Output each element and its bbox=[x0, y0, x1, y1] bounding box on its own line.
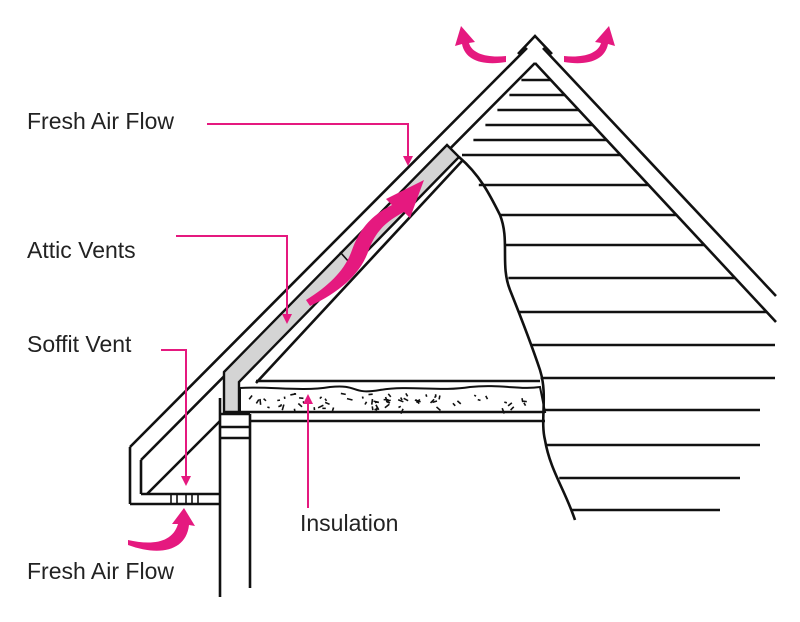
roof-right-outer bbox=[542, 47, 777, 297]
insulation-speckle bbox=[371, 406, 374, 411]
insulation-speckle bbox=[346, 397, 353, 401]
insulation-speckle bbox=[425, 394, 428, 397]
insulation-speckle bbox=[501, 407, 506, 414]
insulation-speckle bbox=[324, 401, 330, 406]
bottom-airflow-arrow bbox=[128, 508, 195, 551]
insulation-speckle bbox=[317, 404, 324, 409]
insulation-speckle bbox=[259, 398, 262, 405]
insulation-speckle bbox=[374, 401, 378, 404]
insulation-speckle bbox=[456, 400, 462, 405]
insulation-speckle bbox=[477, 398, 481, 402]
insulation-layer bbox=[239, 379, 547, 423]
insulation-speckle bbox=[504, 401, 508, 404]
gable-cutaway-edge bbox=[458, 156, 577, 521]
rafter-underside bbox=[146, 420, 221, 495]
insulation-speckle bbox=[414, 399, 421, 403]
insulation-speckle bbox=[324, 398, 328, 402]
insulation-speckle bbox=[403, 397, 409, 402]
attic-airflow-arrow bbox=[306, 180, 424, 306]
insulation-speckle bbox=[248, 394, 253, 400]
insulation-speckle bbox=[364, 401, 368, 405]
insulation-speckle bbox=[263, 398, 267, 402]
insulation-speckle bbox=[297, 402, 303, 408]
label-fresh-air-flow-top: Fresh Air Flow bbox=[27, 108, 174, 134]
insulation-speckle bbox=[361, 396, 364, 399]
insulation-speckle bbox=[386, 401, 391, 404]
insulation-speckle bbox=[452, 402, 456, 407]
ridge-cap bbox=[517, 34, 553, 55]
insulation-speckle bbox=[340, 392, 346, 396]
insulation-speckle bbox=[319, 396, 323, 400]
ridge-airflow-left-arrow bbox=[455, 26, 506, 64]
insulation-speckle bbox=[521, 398, 524, 403]
insulation-speckle bbox=[279, 403, 283, 407]
insulation-speckle bbox=[485, 395, 489, 400]
insulation-speckle bbox=[255, 399, 260, 404]
soffit-vent-slots bbox=[170, 494, 199, 504]
attic-rafter-inner bbox=[255, 160, 463, 384]
insulation-speckle bbox=[375, 404, 380, 411]
insulation-speckle bbox=[523, 402, 527, 407]
soffit-vent-leader bbox=[161, 349, 187, 478]
insulation-speckle bbox=[432, 400, 438, 404]
fresh-air-top-leader bbox=[207, 123, 409, 158]
insulation-speckle bbox=[370, 398, 374, 405]
insulation-speckle bbox=[384, 396, 388, 402]
insulation-speckle bbox=[399, 397, 403, 401]
insulation-speckle bbox=[384, 403, 390, 409]
attic-vents-leader bbox=[176, 235, 288, 316]
insulation-speckle bbox=[429, 398, 435, 404]
label-soffit-vent: Soffit Vent bbox=[27, 331, 132, 357]
insulation-speckle bbox=[405, 392, 409, 397]
insulation-speckle bbox=[400, 408, 404, 415]
insulation-speckle bbox=[293, 392, 297, 395]
insulation-speckle bbox=[435, 406, 442, 412]
label-insulation: Insulation bbox=[300, 510, 399, 536]
insulation-speckle bbox=[281, 404, 285, 411]
ridge-airflow-right-arrow bbox=[564, 26, 615, 64]
insulation-speckle bbox=[331, 407, 335, 412]
gable-siding bbox=[462, 78, 775, 512]
insulation-speckle bbox=[385, 399, 391, 403]
insulation-speckle bbox=[267, 406, 270, 409]
insulation-speckle bbox=[510, 406, 515, 411]
insulation-speckle bbox=[397, 399, 404, 403]
insulation-speckle bbox=[507, 402, 513, 407]
roof-right-inner bbox=[534, 62, 777, 323]
label-attic-vents: Attic Vents bbox=[27, 237, 136, 263]
insulation-speckle bbox=[374, 407, 379, 411]
roof-left-outer bbox=[129, 47, 528, 448]
label-fresh-air-flow-bottom: Fresh Air Flow bbox=[27, 558, 174, 584]
insulation-speckle bbox=[387, 393, 392, 398]
insulation-speckle bbox=[438, 395, 441, 400]
insulation-speckle bbox=[473, 394, 477, 397]
insulation-speckle bbox=[398, 405, 402, 409]
insulation-speckle bbox=[433, 395, 437, 399]
